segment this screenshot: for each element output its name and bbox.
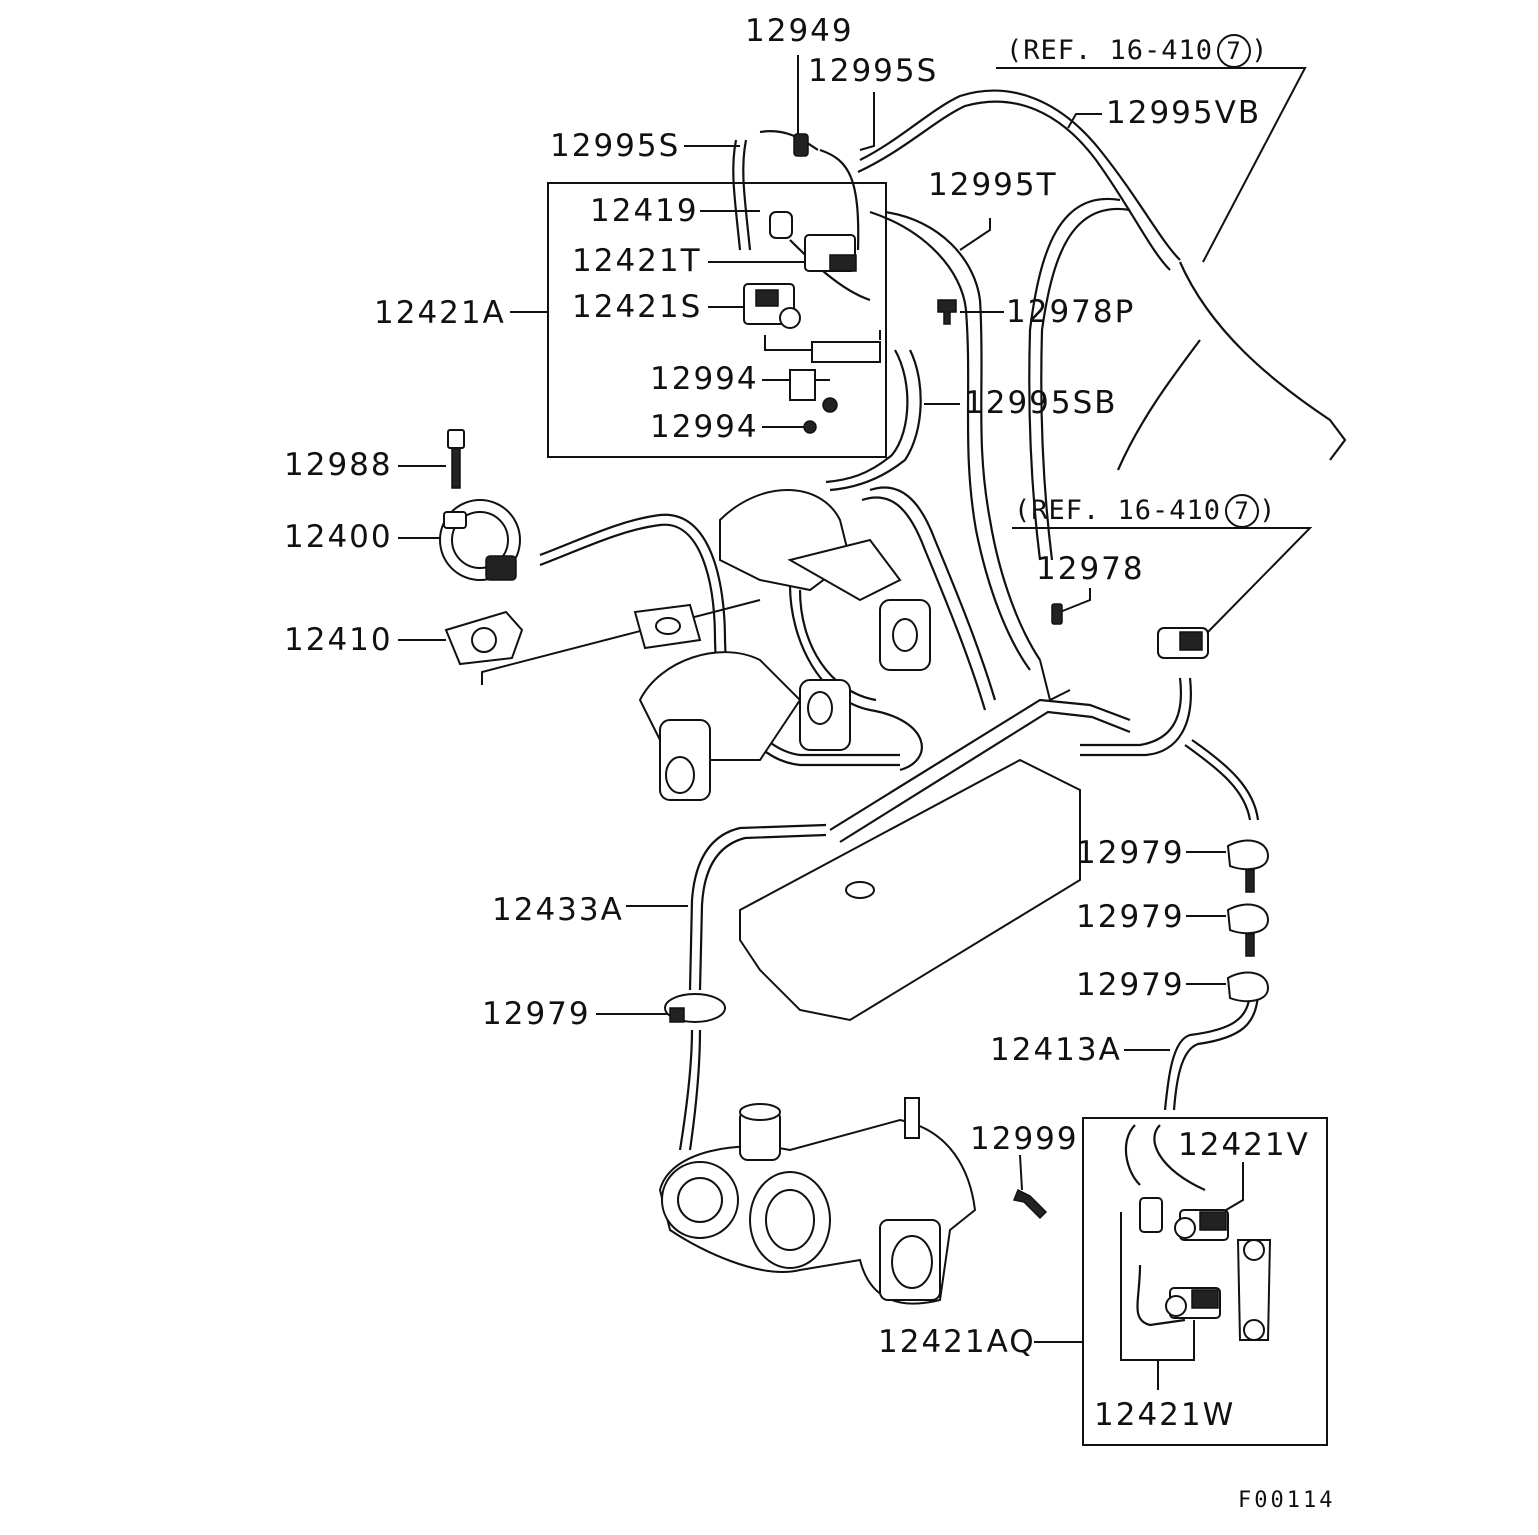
label-12421S: 12421S [572,289,703,325]
small-parts [439,133,1272,1341]
label-12949: 12949 [745,13,854,49]
intake-manifold [633,489,1081,1022]
assembly-box-12421AQ [1082,1117,1328,1446]
circled-number: 7 [1225,494,1260,528]
label-12999: 12999 [970,1121,1079,1157]
label-12421V: 12421V [1178,1127,1310,1163]
label-12410: 12410 [284,622,393,658]
label-12979-a: 12979 [1076,835,1185,871]
label-12979-c: 12979 [1076,967,1185,1003]
hoses [539,89,1347,1327]
label-12988: 12988 [284,447,393,483]
label-12400: 12400 [284,519,393,555]
label-12979-b: 12979 [1076,899,1185,935]
label-12421W: 12421W [1094,1397,1236,1433]
circled-number: 7 [1217,34,1252,68]
reference-close: ) [1251,35,1269,66]
label-12421T: 12421T [572,243,702,279]
label-12979-d: 12979 [482,996,591,1032]
figure-code: F00114 [1238,1488,1336,1513]
label-12995S-top: 12995S [808,53,939,89]
label-12995S-left: 12995S [550,128,681,164]
label-12995SB: 12995SB [964,385,1118,421]
label-12995VB: 12995VB [1106,95,1262,131]
label-12994-a: 12994 [650,361,759,397]
label-12433A: 12433A [492,892,624,928]
label-12419: 12419 [590,193,699,229]
reference-text: (REF. 16-410 [1014,495,1222,526]
label-12994-b: 12994 [650,409,759,445]
assembly-box-12421A [547,182,887,458]
wiring-harness [829,659,1131,843]
turbocharger [658,1097,977,1305]
label-12421AQ: 12421AQ [878,1324,1036,1360]
label-12413A: 12413A [990,1032,1122,1068]
reference-close: ) [1259,495,1277,526]
reference-text: (REF. 16-410 [1006,35,1214,66]
label-12421A: 12421A [374,295,506,331]
label-12978: 12978 [1036,551,1145,587]
label-12995T: 12995T [928,167,1058,203]
label-12978P: 12978P [1006,294,1136,330]
